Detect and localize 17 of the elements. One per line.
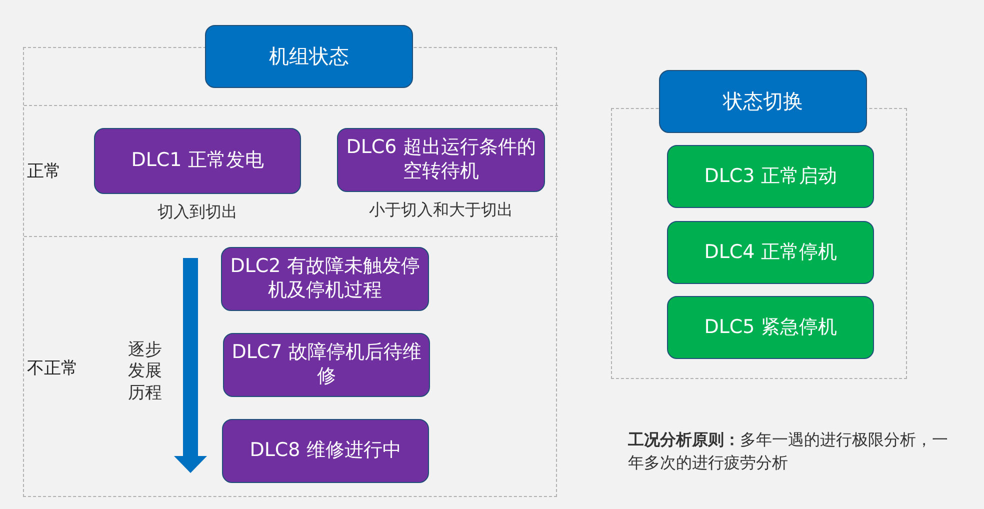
header-box: 状态切换 bbox=[659, 70, 867, 133]
state-box: DLC7 故障停机后待维修 bbox=[223, 333, 430, 397]
state-box: DLC1 正常发电 bbox=[94, 128, 301, 194]
row-label: 不正常 bbox=[27, 357, 78, 379]
state-box: DLC5 紧急停机 bbox=[667, 296, 874, 359]
state-box: DLC6 超出运行条件的空转待机 bbox=[337, 128, 545, 192]
state-box: DLC4 正常停机 bbox=[667, 221, 874, 284]
node-caption: 小于切入和大于切出 bbox=[368, 200, 514, 221]
row-label: 正常 bbox=[27, 160, 61, 182]
note-text: 工况分析原则：多年一遇的进行极限分析，一年多次的进行疲劳分析 bbox=[628, 429, 948, 474]
state-box: DLC8 维修进行中 bbox=[222, 419, 429, 483]
header-box: 机组状态 bbox=[205, 25, 413, 88]
state-box: DLC2 有故障未触发停机及停机过程 bbox=[221, 247, 429, 311]
state-box: DLC3 正常启动 bbox=[667, 145, 874, 208]
node-caption: 切入到切出 bbox=[156, 202, 238, 223]
dashed-panel bbox=[23, 47, 557, 497]
side-label: 逐步发展历程 bbox=[128, 340, 163, 404]
